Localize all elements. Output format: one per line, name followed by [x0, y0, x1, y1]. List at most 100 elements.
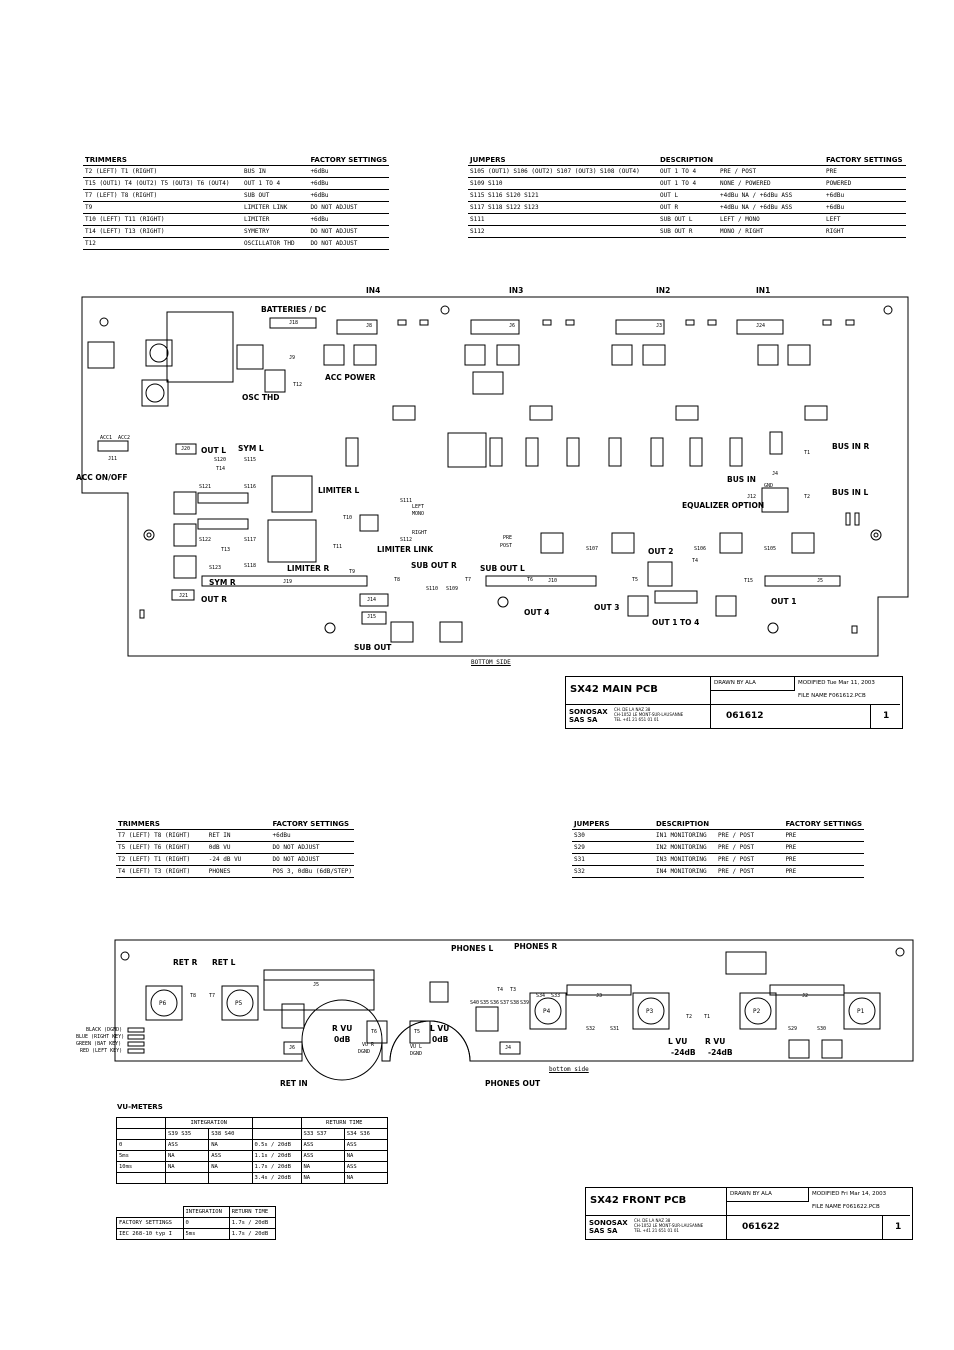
ref-j14: J14	[367, 597, 377, 603]
label-left: LEFT	[412, 504, 425, 510]
table-row: T10 (LEFT) T11 (RIGHT)LIMITER+6dBu	[83, 213, 389, 226]
col-header: TRIMMERS	[116, 818, 207, 830]
cell: S105 (OUT1) S106 (OUT2) S107 (OUT3) S108…	[468, 165, 658, 178]
cell: OUT 1 TO 4	[242, 177, 309, 190]
ref-p3: P3	[646, 1008, 654, 1015]
ref-s115: S115	[244, 457, 257, 463]
table-header: TRIMMERS FACTORY SETTINGS	[116, 818, 354, 830]
cell: T9	[83, 201, 243, 214]
modified-date: MODIFIED Tue Mar 11, 2003	[798, 680, 875, 686]
ref-t1-front: T1	[704, 1014, 711, 1020]
cell: LEFT	[824, 213, 906, 226]
address-line: TEL +41 21 651 01 01	[634, 1228, 679, 1233]
cell: T12	[83, 237, 243, 250]
ref-j19: J19	[283, 579, 293, 585]
label-phones-out: PHONES OUT	[485, 1079, 541, 1088]
key-black: BLACK (DGND)	[86, 1027, 123, 1033]
company-address: CH. DE LA NAZ 38 CH-1052 LE MONT-SUR-LAU…	[634, 1218, 703, 1233]
ref-t8-front: T8	[190, 993, 197, 999]
ref-t2-front: T2	[686, 1014, 693, 1020]
cell: 1.1s / 20dB	[251, 1150, 302, 1162]
cell: POWERED	[824, 177, 906, 190]
label-ret-l: RET L	[212, 958, 236, 967]
ref-s35: S35	[480, 1000, 490, 1006]
cell: PRE	[824, 165, 906, 178]
cell: ASS	[343, 1161, 389, 1173]
col-header: INTEGRATION	[182, 1206, 230, 1218]
cell: NA	[208, 1161, 253, 1173]
ref-j8: J8	[366, 323, 373, 329]
col-header	[206, 818, 271, 830]
ref-s122: S122	[199, 537, 212, 543]
table-row: T2 (LEFT) T1 (RIGHT)BUS IN+6dBu	[83, 165, 389, 178]
ref-s36: S36	[490, 1000, 500, 1006]
company-address: CH. DE LA NAZ 38 CH-1052 LE MONT-SUR-LAU…	[614, 707, 683, 722]
cell: FACTORY SETTINGS	[116, 1217, 184, 1229]
label-limiter-r: LIMITER R	[287, 564, 330, 573]
cell: +4dBu NA / +6dBu ASS	[718, 201, 824, 214]
key-green: GREEN (BAT KEY)	[76, 1041, 122, 1047]
sheet-number: 1	[895, 1222, 902, 1232]
cell: +6dBu	[824, 201, 906, 214]
cell	[116, 1206, 184, 1218]
label-out1: OUT 1	[771, 597, 797, 606]
ref-t1: T1	[804, 450, 811, 456]
ref-j15: J15	[367, 614, 377, 620]
ref-s31: S31	[610, 1026, 620, 1032]
cell: NA	[343, 1150, 389, 1162]
cell: BUS IN	[242, 165, 309, 178]
cell: S117 S118 S122 S123	[468, 201, 658, 214]
ref-t2: T2	[804, 494, 811, 500]
main-title-block: SX42 MAIN PCB DRAWN BY ALA MODIFIED Tue …	[565, 676, 903, 729]
vu-meters-title: VU-METERS	[117, 1103, 163, 1111]
label-osc-thd: OSC THD	[242, 393, 280, 402]
ref-p6: P6	[159, 1000, 167, 1007]
label-mono: MONO	[412, 511, 425, 517]
key-blue: BLUE (RIGHT KEY)	[76, 1034, 125, 1040]
label-out2: OUT 2	[648, 547, 674, 556]
col-header: S33 S37	[300, 1128, 345, 1140]
label-phones-r: PHONES R	[514, 942, 558, 951]
label-sub-out-l: SUB OUT L	[480, 564, 525, 573]
ref-t4-front: T4	[497, 987, 504, 993]
cell: SUB OUT	[242, 189, 309, 202]
standards-table: INTEGRATION RETURN TIME FACTORY SETTINGS…	[116, 1206, 277, 1240]
table-header: INTEGRATION RETURN TIME	[116, 1206, 277, 1218]
cell: LIMITER	[242, 213, 309, 226]
cell: ASS	[208, 1150, 253, 1162]
cell: T2 (LEFT) T1 (RIGHT)	[116, 853, 207, 866]
ref-s32: S32	[586, 1026, 596, 1032]
cell: 5ms	[182, 1228, 230, 1240]
ref-s120: S120	[214, 457, 227, 463]
front-jumpers-table: JUMPERS DESCRIPTION FACTORY SETTINGS S30…	[572, 818, 864, 878]
label-vu-r-dgnd: DGND	[358, 1049, 371, 1055]
ref-j9: J9	[289, 355, 296, 361]
ref-j4-front: J4	[505, 1045, 512, 1051]
cell: 5ms	[116, 1150, 166, 1162]
cell: DO NOT ADJUST	[270, 841, 354, 854]
ref-t15: T15	[744, 578, 754, 584]
ref-j18: J18	[289, 320, 299, 326]
col-header: S34 S36	[343, 1128, 389, 1140]
cell: ASS	[300, 1139, 345, 1151]
label-bus-in: BUS IN	[727, 475, 756, 484]
cell: S31	[572, 853, 654, 866]
ref-s105: S105	[764, 546, 777, 552]
cell: S111	[468, 213, 658, 226]
label-in4: IN4	[366, 286, 381, 295]
address-line: TEL +41 21 651 01 01	[614, 717, 659, 722]
cell: 3.4s / 20dB	[251, 1172, 302, 1184]
label-acc2: ACC2	[118, 435, 131, 441]
ref-s34: S34	[536, 993, 546, 999]
cell: S32	[572, 865, 654, 878]
table-header: JUMPERS DESCRIPTION FACTORY SETTINGS	[468, 154, 906, 166]
cell: DO NOT ADJUST	[308, 237, 389, 250]
cell: PRE	[783, 853, 864, 866]
